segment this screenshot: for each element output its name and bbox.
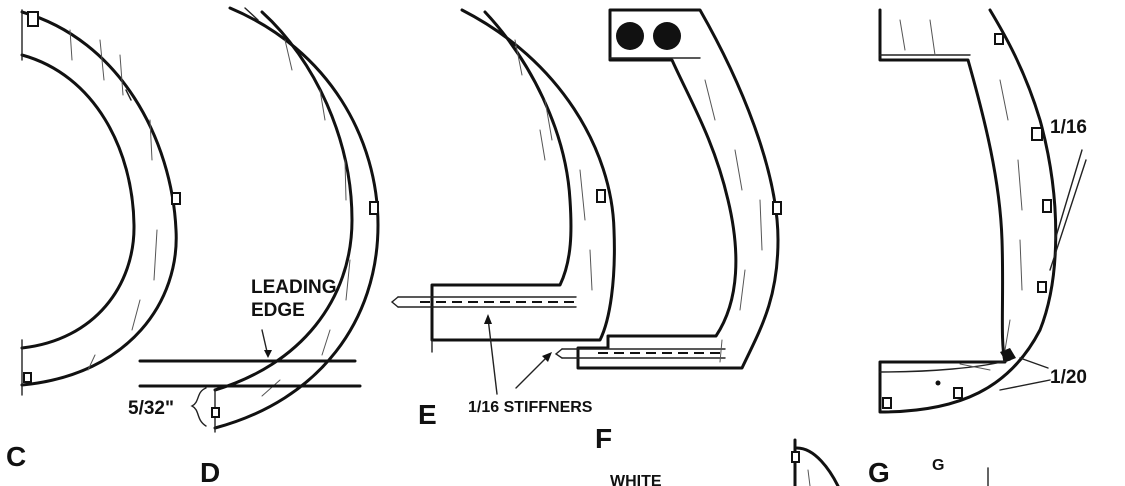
part-e — [390, 8, 616, 395]
part-f — [515, 8, 782, 389]
stiffeners-label: 1/16 STIFFNERS — [468, 399, 593, 416]
notch — [27, 11, 39, 27]
part-d — [138, 6, 380, 433]
part-e-label: E — [418, 399, 437, 430]
lightening-hole — [616, 22, 644, 50]
white-label: WHITE — [610, 473, 662, 486]
leading-edge-label-line1: LEADING — [251, 277, 337, 298]
next-part-partial — [791, 438, 989, 486]
lightening-hole — [653, 22, 681, 50]
notch — [171, 192, 181, 205]
stiffener-arrow-e — [487, 317, 498, 395]
part-f-label: F — [595, 423, 612, 454]
part-c-label: C — [6, 441, 26, 472]
dimension-label: 5/32" — [128, 398, 174, 419]
part-g-label: G — [868, 457, 890, 486]
twentieth-label: 1/20 — [1050, 367, 1087, 388]
notch — [1037, 281, 1047, 293]
notch — [211, 407, 220, 418]
stiffener-arrow-f — [515, 355, 549, 389]
leading-edge-label-line2: EDGE — [251, 300, 305, 321]
notch — [23, 372, 32, 383]
center-mark — [935, 380, 941, 386]
notch — [953, 387, 963, 399]
notch — [772, 201, 782, 215]
notch — [994, 33, 1004, 45]
notch — [791, 451, 800, 463]
part-c — [20, 9, 181, 396]
sixteenth-label: 1/16 — [1050, 117, 1087, 138]
part-d-label: D — [200, 457, 220, 486]
notch — [1031, 127, 1043, 141]
part-g-small-label: G — [932, 457, 944, 474]
notch — [596, 189, 606, 203]
dimension-brace — [190, 387, 207, 427]
part-g — [878, 8, 1087, 414]
notch — [369, 201, 379, 215]
notch — [882, 397, 892, 409]
notch — [1042, 199, 1052, 213]
